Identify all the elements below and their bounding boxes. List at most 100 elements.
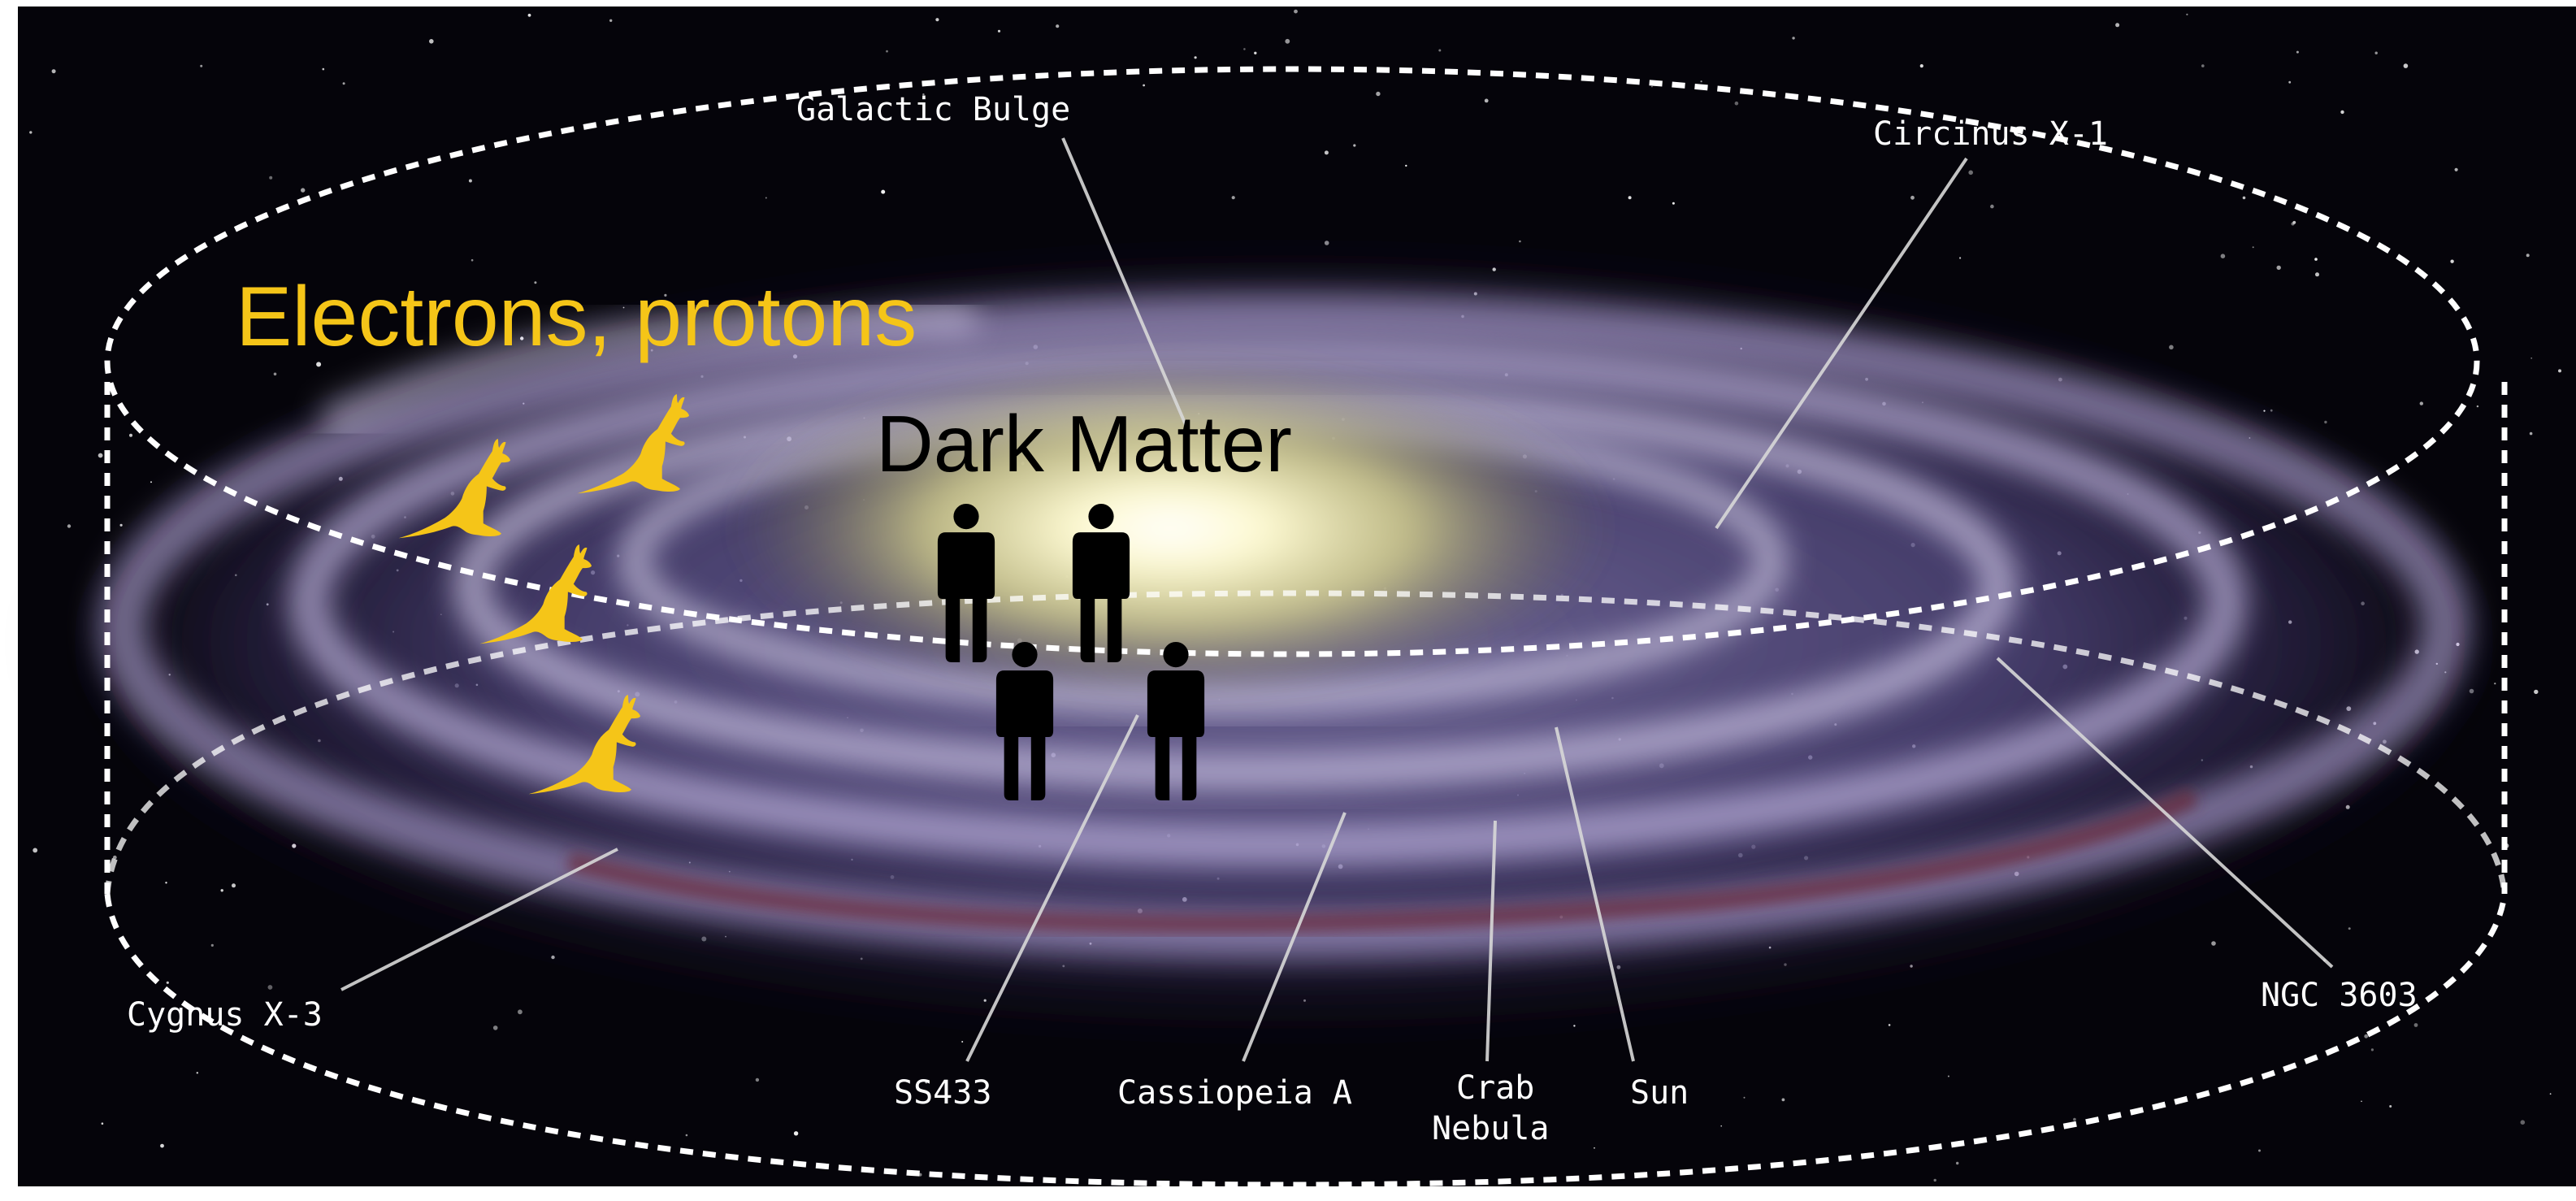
star	[2073, 1117, 2076, 1121]
star	[101, 1122, 104, 1125]
star	[150, 481, 152, 483]
star	[112, 855, 117, 860]
star	[316, 362, 322, 367]
star	[1734, 101, 1739, 106]
label-galactic-bulge: Galactic Bulge	[796, 91, 1070, 128]
star	[67, 524, 72, 528]
star	[1919, 64, 1923, 68]
star	[1519, 240, 1521, 243]
star	[2549, 1093, 2552, 1095]
star	[2389, 1105, 2392, 1108]
star	[2242, 196, 2246, 200]
star	[2292, 220, 2296, 224]
star	[220, 889, 223, 892]
star	[2361, 1100, 2362, 1103]
star	[492, 1025, 498, 1030]
galaxy-disk	[49, 260, 2519, 1024]
label-cygnus: Cygnus X-3	[127, 996, 323, 1034]
star	[1231, 196, 1235, 200]
star	[2324, 420, 2327, 424]
star	[468, 179, 472, 183]
star	[2403, 63, 2409, 68]
star	[527, 13, 531, 17]
star	[935, 18, 939, 22]
star	[1888, 1024, 1891, 1026]
star	[2530, 357, 2533, 359]
star	[1056, 24, 1060, 28]
star	[1968, 170, 1973, 176]
star	[2252, 246, 2254, 249]
star	[2288, 80, 2292, 84]
star	[518, 1009, 523, 1015]
label-circinus: Circinus X-1	[1873, 115, 2108, 153]
star	[471, 258, 474, 262]
star	[1376, 91, 1381, 97]
star	[1324, 150, 1329, 155]
star	[551, 955, 555, 960]
star	[2529, 431, 2533, 436]
star	[2520, 1120, 2526, 1125]
star	[961, 1041, 964, 1043]
star	[322, 67, 325, 71]
star	[2454, 167, 2458, 171]
star	[2296, 50, 2299, 54]
star	[664, 293, 667, 297]
star	[1405, 164, 1407, 167]
star	[301, 188, 306, 193]
star	[1285, 38, 1290, 44]
star	[160, 1143, 164, 1148]
star	[1628, 196, 1632, 200]
star	[1672, 202, 1675, 205]
star	[129, 433, 132, 437]
star	[1910, 195, 1915, 200]
star	[2276, 265, 2281, 271]
star	[2364, 1034, 2369, 1038]
star	[267, 985, 273, 990]
star	[765, 197, 767, 199]
star	[98, 453, 103, 458]
star	[609, 19, 613, 22]
star	[1254, 51, 1257, 54]
label-sun: Sun	[1630, 1074, 1689, 1112]
star	[33, 848, 38, 853]
star	[429, 39, 434, 44]
star	[793, 1131, 799, 1136]
star	[29, 131, 33, 134]
star	[881, 189, 886, 194]
star	[886, 50, 888, 53]
star	[269, 176, 273, 180]
star	[1781, 1098, 1785, 1102]
label-crab-line1: Crab	[1456, 1069, 1534, 1107]
star	[622, 306, 625, 309]
star	[997, 29, 1001, 33]
star	[2526, 254, 2530, 258]
star	[166, 981, 169, 984]
star	[1651, 85, 1653, 88]
star	[273, 372, 277, 376]
star	[1947, 1075, 1949, 1077]
star	[755, 1077, 760, 1082]
star	[2258, 1149, 2261, 1152]
star	[1353, 144, 1356, 147]
star	[2220, 254, 2226, 259]
star	[922, 93, 925, 96]
star	[2314, 258, 2318, 261]
label-cassiopeia: Cassiopeia A	[1117, 1074, 1352, 1112]
star	[1484, 98, 1489, 103]
star	[1143, 84, 1145, 87]
star	[1956, 1161, 1959, 1165]
star	[2558, 369, 2561, 373]
star	[1720, 1125, 1722, 1127]
star	[210, 943, 214, 947]
star	[2169, 345, 2174, 350]
label-ss433: SS433	[894, 1074, 991, 1112]
star	[925, 1081, 928, 1084]
star	[1194, 56, 1197, 59]
star	[2450, 259, 2454, 263]
star	[2270, 409, 2273, 412]
star	[2476, 405, 2479, 408]
star	[1933, 1178, 1936, 1182]
star	[1959, 257, 1962, 259]
star	[1324, 241, 1329, 245]
